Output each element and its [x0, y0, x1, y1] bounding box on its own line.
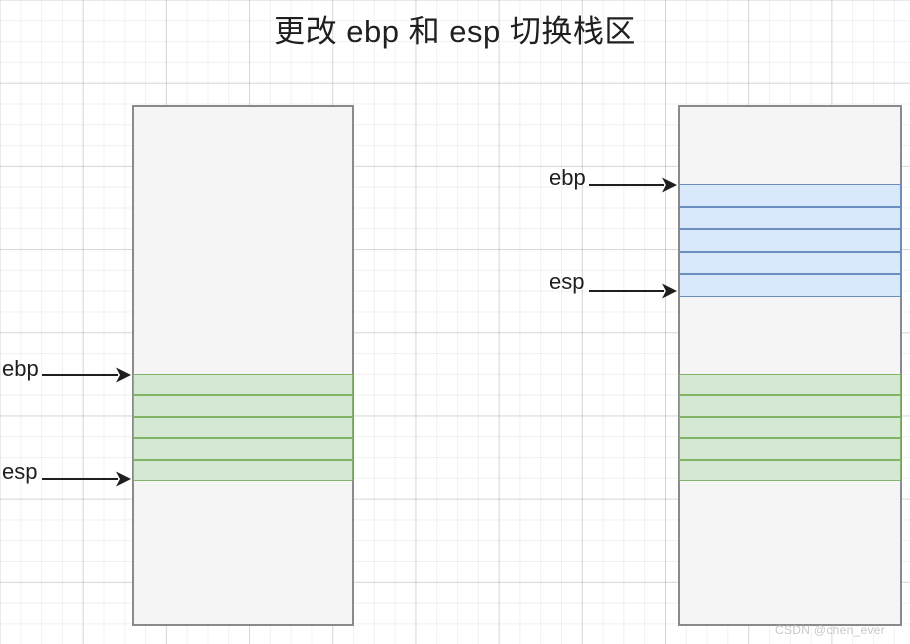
pointer-label-esp-left: esp	[2, 459, 38, 484]
stack-cell	[679, 374, 901, 396]
left-stack-frame	[132, 105, 354, 626]
stack-cell	[133, 395, 353, 417]
stack-cell	[679, 229, 901, 252]
stack-cell	[679, 184, 901, 207]
pointer-arrow-esp-left	[42, 471, 131, 487]
stack-cell	[679, 438, 901, 460]
stack-cell	[679, 416, 901, 439]
pointer-arrow-ebp-left	[42, 367, 131, 383]
pointer-label-ebp-left: ebp	[2, 356, 39, 381]
stack-cell	[133, 459, 353, 481]
pointer-arrow-esp-right	[589, 283, 677, 299]
pointer-label-ebp-right: ebp	[549, 165, 586, 190]
stack-cell	[679, 274, 901, 297]
stack-cell	[679, 459, 901, 481]
stack-cell	[133, 416, 353, 439]
pointer-arrow-ebp-right	[589, 177, 677, 193]
stack-cell	[133, 438, 353, 460]
stack-cell	[679, 206, 901, 230]
stack-cell	[679, 395, 901, 417]
pointer-label-esp-right: esp	[549, 269, 585, 294]
stack-cell	[679, 251, 901, 275]
stack-cell	[133, 374, 353, 396]
page-title: 更改 ebp 和 esp 切换栈区	[274, 14, 636, 49]
watermark: CSDN @chen_ever	[775, 623, 886, 637]
